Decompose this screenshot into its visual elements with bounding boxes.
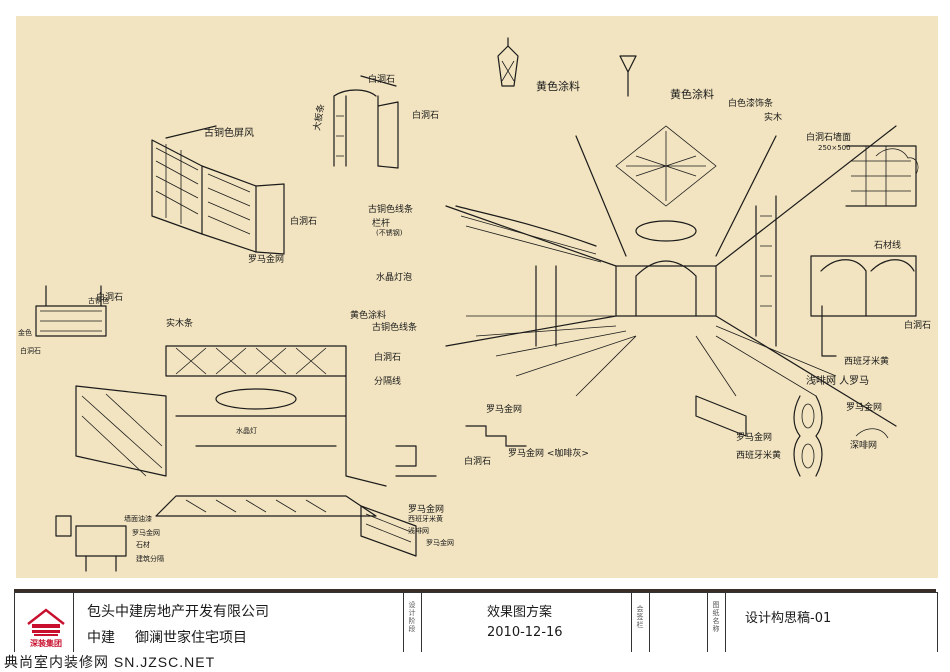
annotation: 石材线 <box>874 241 902 251</box>
stair-detail-sketch <box>360 425 527 557</box>
arch-doorway-sketch <box>333 75 399 169</box>
title-block-rule <box>14 589 936 592</box>
watermark-bar: 典尚室内装修网 SN.JZSC.NET <box>0 652 950 671</box>
annotation: 西班牙米黄 <box>408 515 443 523</box>
annotation: 白洞石 <box>904 321 932 331</box>
annotation: 白洞石墙面 <box>806 133 852 143</box>
annotation: 水晶灯泡 <box>376 273 413 283</box>
annotation: 黄色涂料 <box>350 311 387 321</box>
annotation: 古铜色线条 <box>372 323 418 333</box>
watermark-text: 典尚室内装修网 SN.JZSC.NET <box>4 654 216 670</box>
annotation: (不锈钢) <box>376 229 403 237</box>
project-prefix: 中建 <box>87 629 115 645</box>
annotation: 石材 <box>136 541 150 549</box>
stage-cell: 效果图方案 2010-12-16 <box>421 593 632 653</box>
material-note-cloud <box>855 148 919 439</box>
annotation: 白色漆饰条 <box>728 99 774 109</box>
drawing-name-label-cell: 图纸名称 <box>707 593 726 653</box>
title-block: 包头中建房地产开发有限公司 中建 御澜世家住宅项目 设计阶段 效果图方案 201… <box>14 592 938 654</box>
company-logo-icon <box>27 608 65 636</box>
annotation: 白洞石 <box>368 75 396 85</box>
logo-text: 深装集团 <box>30 639 62 648</box>
annotation: 白洞石 <box>412 111 440 121</box>
annotation: 古铜色线条 <box>368 205 414 215</box>
annotation: 黄色涂料 <box>670 88 714 101</box>
annotation: 建筑分隔 <box>136 555 164 563</box>
annotation: 古铜色 <box>88 297 109 305</box>
annotation: 西班牙米黄 <box>736 451 782 461</box>
annotation: 白洞石 <box>96 293 124 303</box>
drawing-name-label: 图纸名称 <box>712 601 720 633</box>
annotation: 墙面油漆 <box>124 515 152 523</box>
drawing-name: 设计构思稿-01 <box>745 611 832 626</box>
annotation: 实木条 <box>166 319 194 329</box>
annotation: 分隔线 <box>374 377 402 387</box>
company-name: 包头中建房地产开发有限公司 <box>87 603 269 619</box>
annotation: 罗马金网 <box>426 539 454 547</box>
logo-cell <box>15 593 74 653</box>
annotation: 水晶灯 <box>236 427 257 435</box>
annotation: 罗马金网 <box>486 405 523 415</box>
column-detail-sketch <box>695 305 837 477</box>
annotation: 罗马金网 <box>408 505 445 515</box>
annotation: 罗马金网 <box>736 433 773 443</box>
design-stage-label: 设计阶段 <box>408 601 416 633</box>
wall-elevation-sketch <box>810 145 917 317</box>
annotation: 罗马金网 <box>132 529 160 537</box>
annotation: 白洞石 <box>464 457 492 467</box>
date-value: 2010-12-16 <box>487 625 563 640</box>
pedestal-sketch <box>55 515 127 572</box>
sketch-drawing <box>35 37 919 572</box>
annotation: 罗马金网 <box>248 255 285 265</box>
lobby-perspective-sketch <box>75 345 387 517</box>
countersign-label-cell: 会签栏 <box>631 593 650 653</box>
countersign-label: 会签栏 <box>636 605 644 629</box>
annotation: 浅啡网 <box>408 527 429 535</box>
annotation: 浅啡网 人罗马 <box>806 376 870 387</box>
countersign-cell <box>649 593 708 653</box>
pendant-lamp-sketch <box>497 37 637 97</box>
screen-panel-sketch <box>151 125 285 255</box>
annotation: 西班牙米黄 <box>844 357 890 367</box>
annotation: 栏杆 <box>372 219 391 229</box>
project-name: 御澜世家住宅项目 <box>135 629 247 645</box>
drawing-name-cell: 设计构思稿-01 <box>725 593 936 653</box>
annotation: 罗马金网 <box>846 403 883 413</box>
annotation: 罗马金网 <咖啡灰> <box>508 449 589 459</box>
annotation: 白洞石 <box>20 347 41 355</box>
annotation: 黄色涂料 <box>536 80 580 93</box>
annotation: 白洞石 <box>374 353 402 363</box>
annotation: 古铜色屏风 <box>204 128 254 139</box>
stage-value: 效果图方案 <box>487 605 553 620</box>
design-stage-label-cell: 设计阶段 <box>403 593 422 653</box>
annotation: 金色 <box>18 329 32 337</box>
sketch-sheet: 白洞石 白洞石 大板条 古铜色屏风 黄色涂料 黄色涂料 白色漆饰条 实木 白洞石… <box>16 16 938 578</box>
corridor-perspective-sketch <box>445 125 897 427</box>
small-wall-sketch <box>35 285 107 337</box>
company-cell: 包头中建房地产开发有限公司 中建 御澜世家住宅项目 <box>73 593 404 653</box>
annotation: 250×500 <box>818 144 851 152</box>
annotation: 白洞石 <box>290 217 318 227</box>
annotation: 实木 <box>764 113 783 123</box>
annotation: 深啡网 <box>850 441 878 451</box>
